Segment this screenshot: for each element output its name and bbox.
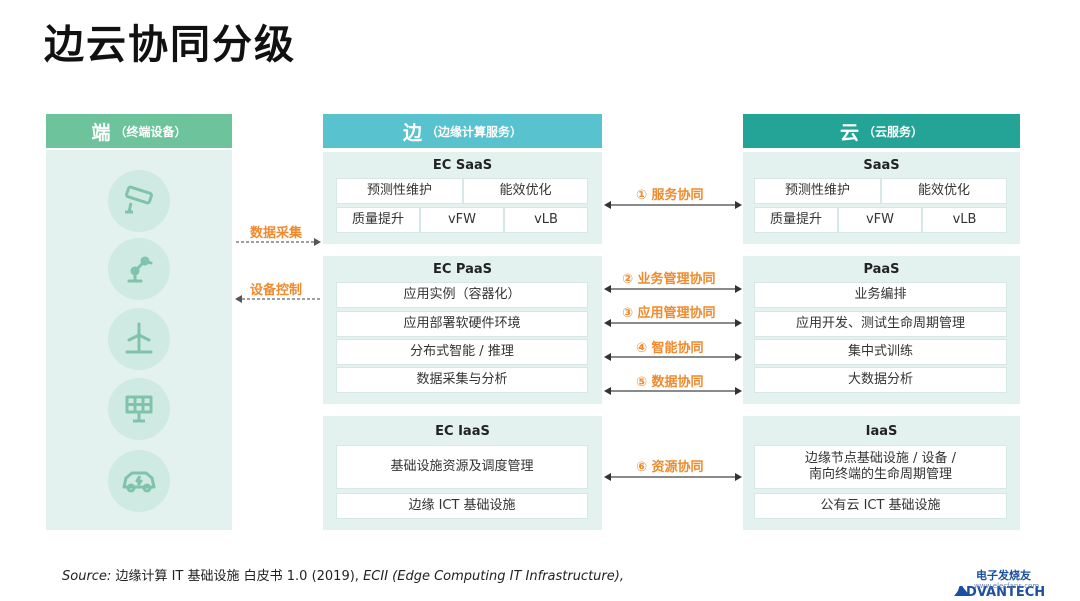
collab-arrow-service bbox=[603, 199, 743, 211]
cloud-paas-item: 集中式训练 bbox=[754, 339, 1007, 365]
collab-label-service: ① 服务协同 bbox=[636, 188, 704, 203]
collab-label-intelligence: ④ 智能协同 bbox=[636, 341, 704, 356]
page-title: 边云协同分级 bbox=[44, 22, 296, 68]
edge-saas-cell: vLB bbox=[504, 207, 588, 233]
cloud-paas-title: PaaS bbox=[863, 262, 900, 277]
wind-turbine-icon bbox=[108, 308, 170, 370]
cloud-column-header: 云 （云服务） bbox=[743, 114, 1020, 148]
source-label: Source: bbox=[62, 569, 112, 584]
device-header-main: 端 bbox=[91, 121, 111, 144]
source-italic: ECII (Edge Computing IT Infrastructure), bbox=[363, 569, 624, 584]
watermark-logo: 电子发烧友 ADVANTECH www.elecfans.com bbox=[952, 568, 1074, 600]
edge-saas-cell: 预测性维护 bbox=[336, 178, 463, 204]
cloud-paas-item: 业务编排 bbox=[754, 282, 1007, 308]
edge-iaas-title: EC IaaS bbox=[435, 424, 490, 439]
collab-arrow-intelligence bbox=[603, 351, 743, 363]
source-citation: Source: 边缘计算 IT 基础设施 白皮书 1.0 (2019), ECI… bbox=[62, 565, 624, 584]
device-control-arrow bbox=[234, 293, 322, 305]
collab-arrow-business bbox=[603, 283, 743, 295]
logo-bottom-text: ADVANTECH bbox=[956, 585, 1045, 598]
edge-saas-title: EC SaaS bbox=[432, 158, 493, 173]
robot-arm-icon bbox=[108, 238, 170, 300]
cloud-paas-item: 大数据分析 bbox=[754, 367, 1007, 393]
cloud-saas-title: SaaS bbox=[863, 158, 900, 173]
logo-top-text: 电子发烧友 bbox=[976, 568, 1031, 582]
edge-paas-item: 分布式智能 / 推理 bbox=[336, 339, 588, 365]
edge-column-header: 边 （边缘计算服务） bbox=[323, 114, 602, 148]
edge-iaas-item: 基础设施资源及调度管理 bbox=[336, 445, 588, 489]
edge-iaas-item: 边缘 ICT 基础设施 bbox=[336, 493, 588, 519]
cloud-header-sub: （云服务） bbox=[863, 124, 924, 139]
collab-label-data: ⑤ 数据协同 bbox=[636, 375, 704, 390]
device-column-header: 端 （终端设备） bbox=[46, 114, 232, 148]
edge-saas-cell: vFW bbox=[420, 207, 504, 233]
device-control-label: 设备控制 bbox=[250, 283, 303, 298]
cloud-paas-item: 应用开发、测试生命周期管理 bbox=[754, 311, 1007, 337]
cloud-saas-cell: 预测性维护 bbox=[754, 178, 881, 204]
edge-saas-cell: 质量提升 bbox=[336, 207, 420, 233]
collab-label-resource: ⑥ 资源协同 bbox=[636, 460, 704, 475]
edge-paas-title: EC PaaS bbox=[432, 262, 493, 277]
edge-header-sub: （边缘计算服务） bbox=[426, 124, 523, 139]
collab-arrow-resource bbox=[603, 471, 743, 483]
solar-panel-icon bbox=[108, 378, 170, 440]
cloud-saas-cell: 能效优化 bbox=[881, 178, 1007, 204]
collab-label-business: ② 业务管理协同 bbox=[622, 272, 716, 287]
collab-arrow-application bbox=[603, 317, 743, 329]
cloud-header-main: 云 bbox=[839, 121, 859, 144]
cloud-iaas-item: 边缘节点基础设施 / 设备 / 南向终端的生命周期管理 bbox=[754, 445, 1007, 489]
cloud-iaas-item-line: 边缘节点基础设施 / 设备 / bbox=[804, 451, 957, 466]
device-header-sub: （终端设备） bbox=[114, 124, 187, 139]
data-collect-arrow bbox=[234, 236, 322, 248]
logo-url-text: www.elecfans.com bbox=[974, 582, 1039, 590]
collab-label-application: ③ 应用管理协同 bbox=[622, 306, 716, 321]
collab-arrow-data bbox=[603, 385, 743, 397]
edge-header-main: 边 bbox=[402, 121, 422, 144]
edge-paas-item: 应用实例（容器化） bbox=[336, 282, 588, 308]
cloud-saas-cell: 质量提升 bbox=[754, 207, 838, 233]
electric-car-icon bbox=[108, 450, 170, 512]
cloud-saas-cell: vFW bbox=[838, 207, 922, 233]
edge-paas-item: 数据采集与分析 bbox=[336, 367, 588, 393]
cloud-saas-cell: vLB bbox=[922, 207, 1007, 233]
edge-paas-item: 应用部署软硬件环境 bbox=[336, 311, 588, 337]
cloud-iaas-item: 公有云 ICT 基础设施 bbox=[754, 493, 1007, 519]
cloud-iaas-title: IaaS bbox=[865, 424, 898, 439]
data-collect-label: 数据采集 bbox=[250, 226, 303, 241]
edge-saas-cell: 能效优化 bbox=[463, 178, 588, 204]
cloud-iaas-item-line: 南向终端的生命周期管理 bbox=[808, 467, 952, 482]
source-text: 边缘计算 IT 基础设施 白皮书 1.0 (2019), bbox=[111, 569, 364, 584]
camera-icon bbox=[108, 170, 170, 232]
